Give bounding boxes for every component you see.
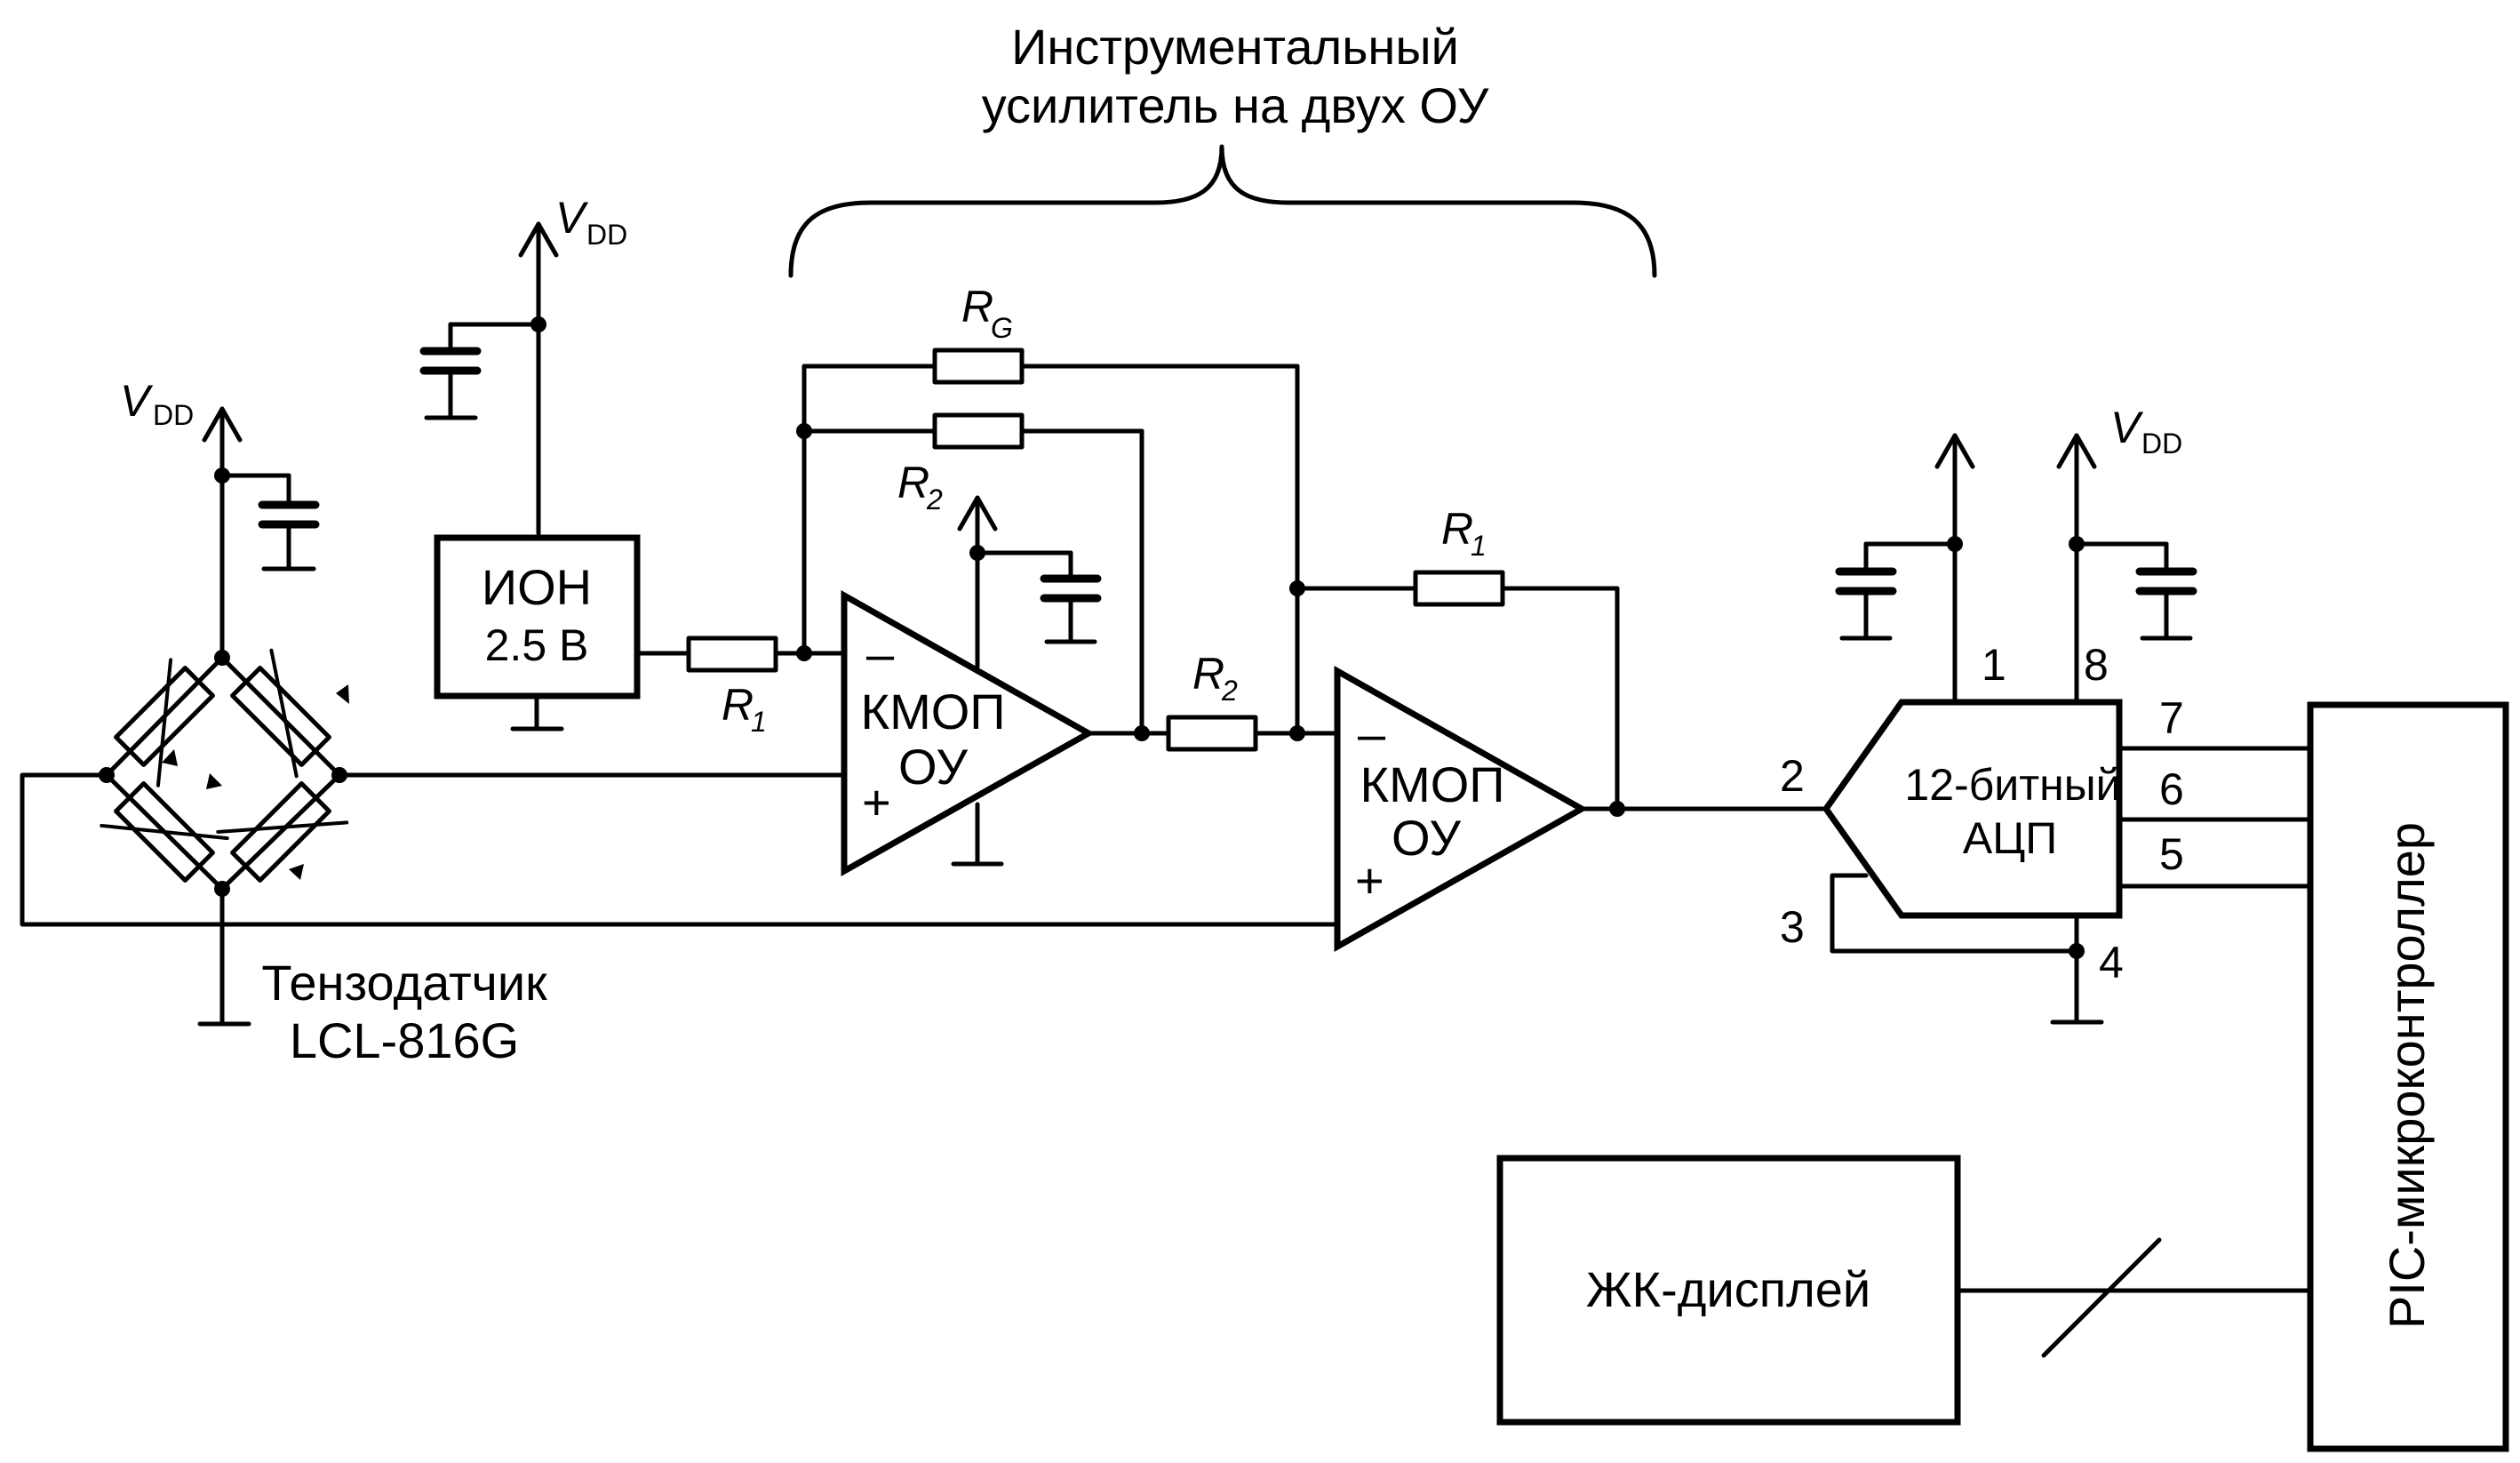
adc-pin-4: 4 (2099, 938, 2124, 987)
pic-microcontroller: PIC-микроконтроллер (2307, 701, 2509, 1452)
lcd-box (1496, 1155, 1961, 1426)
vdd-label-vref: V (555, 193, 589, 243)
vref-label-line2: 2.5 В (485, 620, 589, 670)
mcu-label: PIC-микроконтроллер (2379, 822, 2435, 1329)
opamp1-minus: – (866, 626, 895, 682)
opamp2-label-line1: КМОП (1360, 756, 1504, 812)
opamp1-triangle (841, 590, 1096, 876)
r1-input-label: R (722, 680, 754, 730)
voltage-reference: V DD ИОН 2.5 В (419, 193, 641, 732)
r2-interstage-sub: 2 (1221, 675, 1238, 707)
adc-label-line1: 12-битный (1904, 760, 2120, 810)
adc-pin-6: 6 (2159, 764, 2184, 814)
opamp1-label-line2: ОУ (898, 739, 968, 795)
r1-feedback-sub: 1 (1471, 530, 1487, 562)
r1-input-sub: 1 (751, 706, 767, 738)
rg-label: R (961, 282, 993, 332)
resistor-r2-interstage (1166, 715, 1258, 752)
opamp1-stage: R 1 R G R 2 – + КМОП ОУ (637, 282, 1300, 876)
resistor-r2-feedback (932, 412, 1025, 450)
adc-body (1822, 699, 2123, 919)
bridge-wires (20, 772, 1340, 927)
instr-amp-caption: Инструментальный усилитель на двух ОУ (788, 19, 1657, 278)
adc-pin-3: 3 (1780, 902, 1805, 952)
strain-gauge-bridge: V DD (99, 376, 547, 1068)
interstage-r2: R 2 (1086, 649, 1340, 752)
opamp1-plus: + (862, 774, 891, 830)
caption-line-1: Инструментальный (1011, 19, 1459, 75)
r2-feedback-sub: 2 (926, 484, 943, 516)
vdd-label-bridge: V (120, 376, 154, 426)
adc-label-line2: АЦП (1963, 813, 2057, 863)
vref-label-line1: ИОН (482, 559, 592, 615)
vdd-sub-vref: DD (586, 219, 627, 251)
lcd-display: ЖК-дисплей (1496, 1155, 2313, 1426)
caption-line-2: усилитель на двух ОУ (982, 77, 1489, 133)
r1-feedback-label: R (1441, 504, 1473, 554)
adc-pin-2: 2 (1780, 751, 1805, 801)
adc-pin-5: 5 (2159, 829, 2184, 879)
adc-pin-8: 8 (2084, 640, 2109, 690)
adc-pin-1: 1 (1982, 640, 2006, 690)
resistor-r1-feedback (1413, 570, 1505, 607)
vdd-label-adc: V (2110, 403, 2144, 452)
sensor-label-line1: Тензодатчик (261, 955, 547, 1011)
opamp2-plus: + (1355, 852, 1384, 908)
mcu-box (2307, 701, 2509, 1452)
opamp2-stage: R 1 – + КМОП ОУ (1289, 504, 1829, 952)
resistor-rg (932, 348, 1025, 385)
vref-box (434, 534, 641, 700)
caption-brace (788, 144, 1657, 278)
r2-interstage-label: R (1192, 649, 1224, 699)
resistor-r1-input (686, 636, 778, 673)
adc: V DD 12-битный АЦП 1 8 7 6 5 2 3 4 (1780, 403, 2313, 1025)
r2-feedback-label: R (897, 458, 929, 508)
opamp2-minus: – (1358, 706, 1386, 762)
sensor-label-line2: LCL-816G (290, 1012, 519, 1068)
vdd-sub-adc: DD (2141, 428, 2182, 460)
bus-slash (2041, 1237, 2162, 1358)
lcd-label: ЖК-дисплей (1586, 1261, 1870, 1317)
opamp1-label-line1: КМОП (860, 684, 1005, 739)
rg-sub: G (991, 312, 1013, 344)
opamp2-triangle (1334, 666, 1589, 952)
opamp2-label-line2: ОУ (1392, 810, 1461, 866)
vdd-sub-bridge: DD (153, 399, 194, 431)
adc-pin-7: 7 (2159, 693, 2184, 743)
